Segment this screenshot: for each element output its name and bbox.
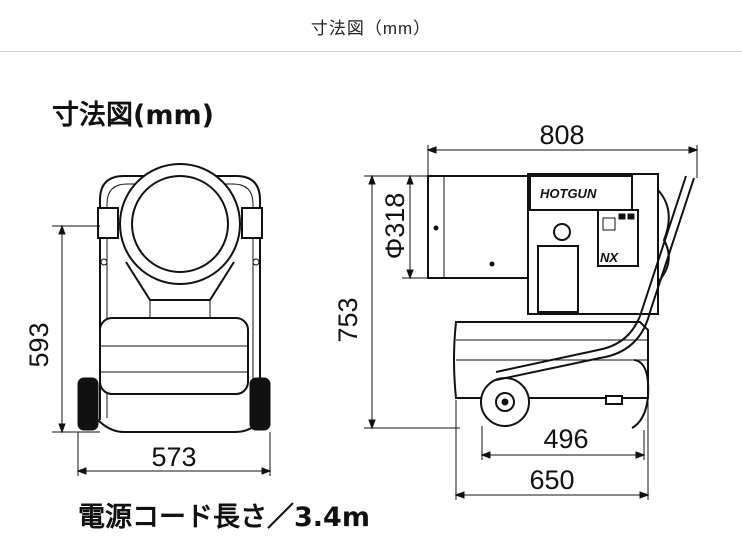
dim-side-height: 753 [333,297,363,342]
dim-front-height: 593 [24,322,54,367]
front-dimensions: 593 573 [24,224,272,476]
dim-wheelbase: 496 [543,424,588,454]
model-badge: NX [600,250,619,265]
dim-duct-diameter: Φ318 [380,193,410,260]
page-header: 寸法図（mm） [0,0,742,52]
brand-logo: HOTGUN [540,186,597,201]
page-title: 寸法図（mm） [310,19,432,38]
front-view [77,163,271,433]
dimension-drawing: 寸法図(mm) 593 [24,100,699,533]
side-view: HOTGUN NX [427,173,695,429]
drawing-title: 寸法図(mm) [52,100,214,131]
cord-length-note: 電源コード長さ／3.4m [78,502,370,533]
dim-side-length: 808 [539,120,584,150]
dim-base-length: 650 [529,465,574,495]
side-dimensions: 808 753 Φ318 496 650 [333,120,699,500]
dim-front-width: 573 [151,442,196,472]
